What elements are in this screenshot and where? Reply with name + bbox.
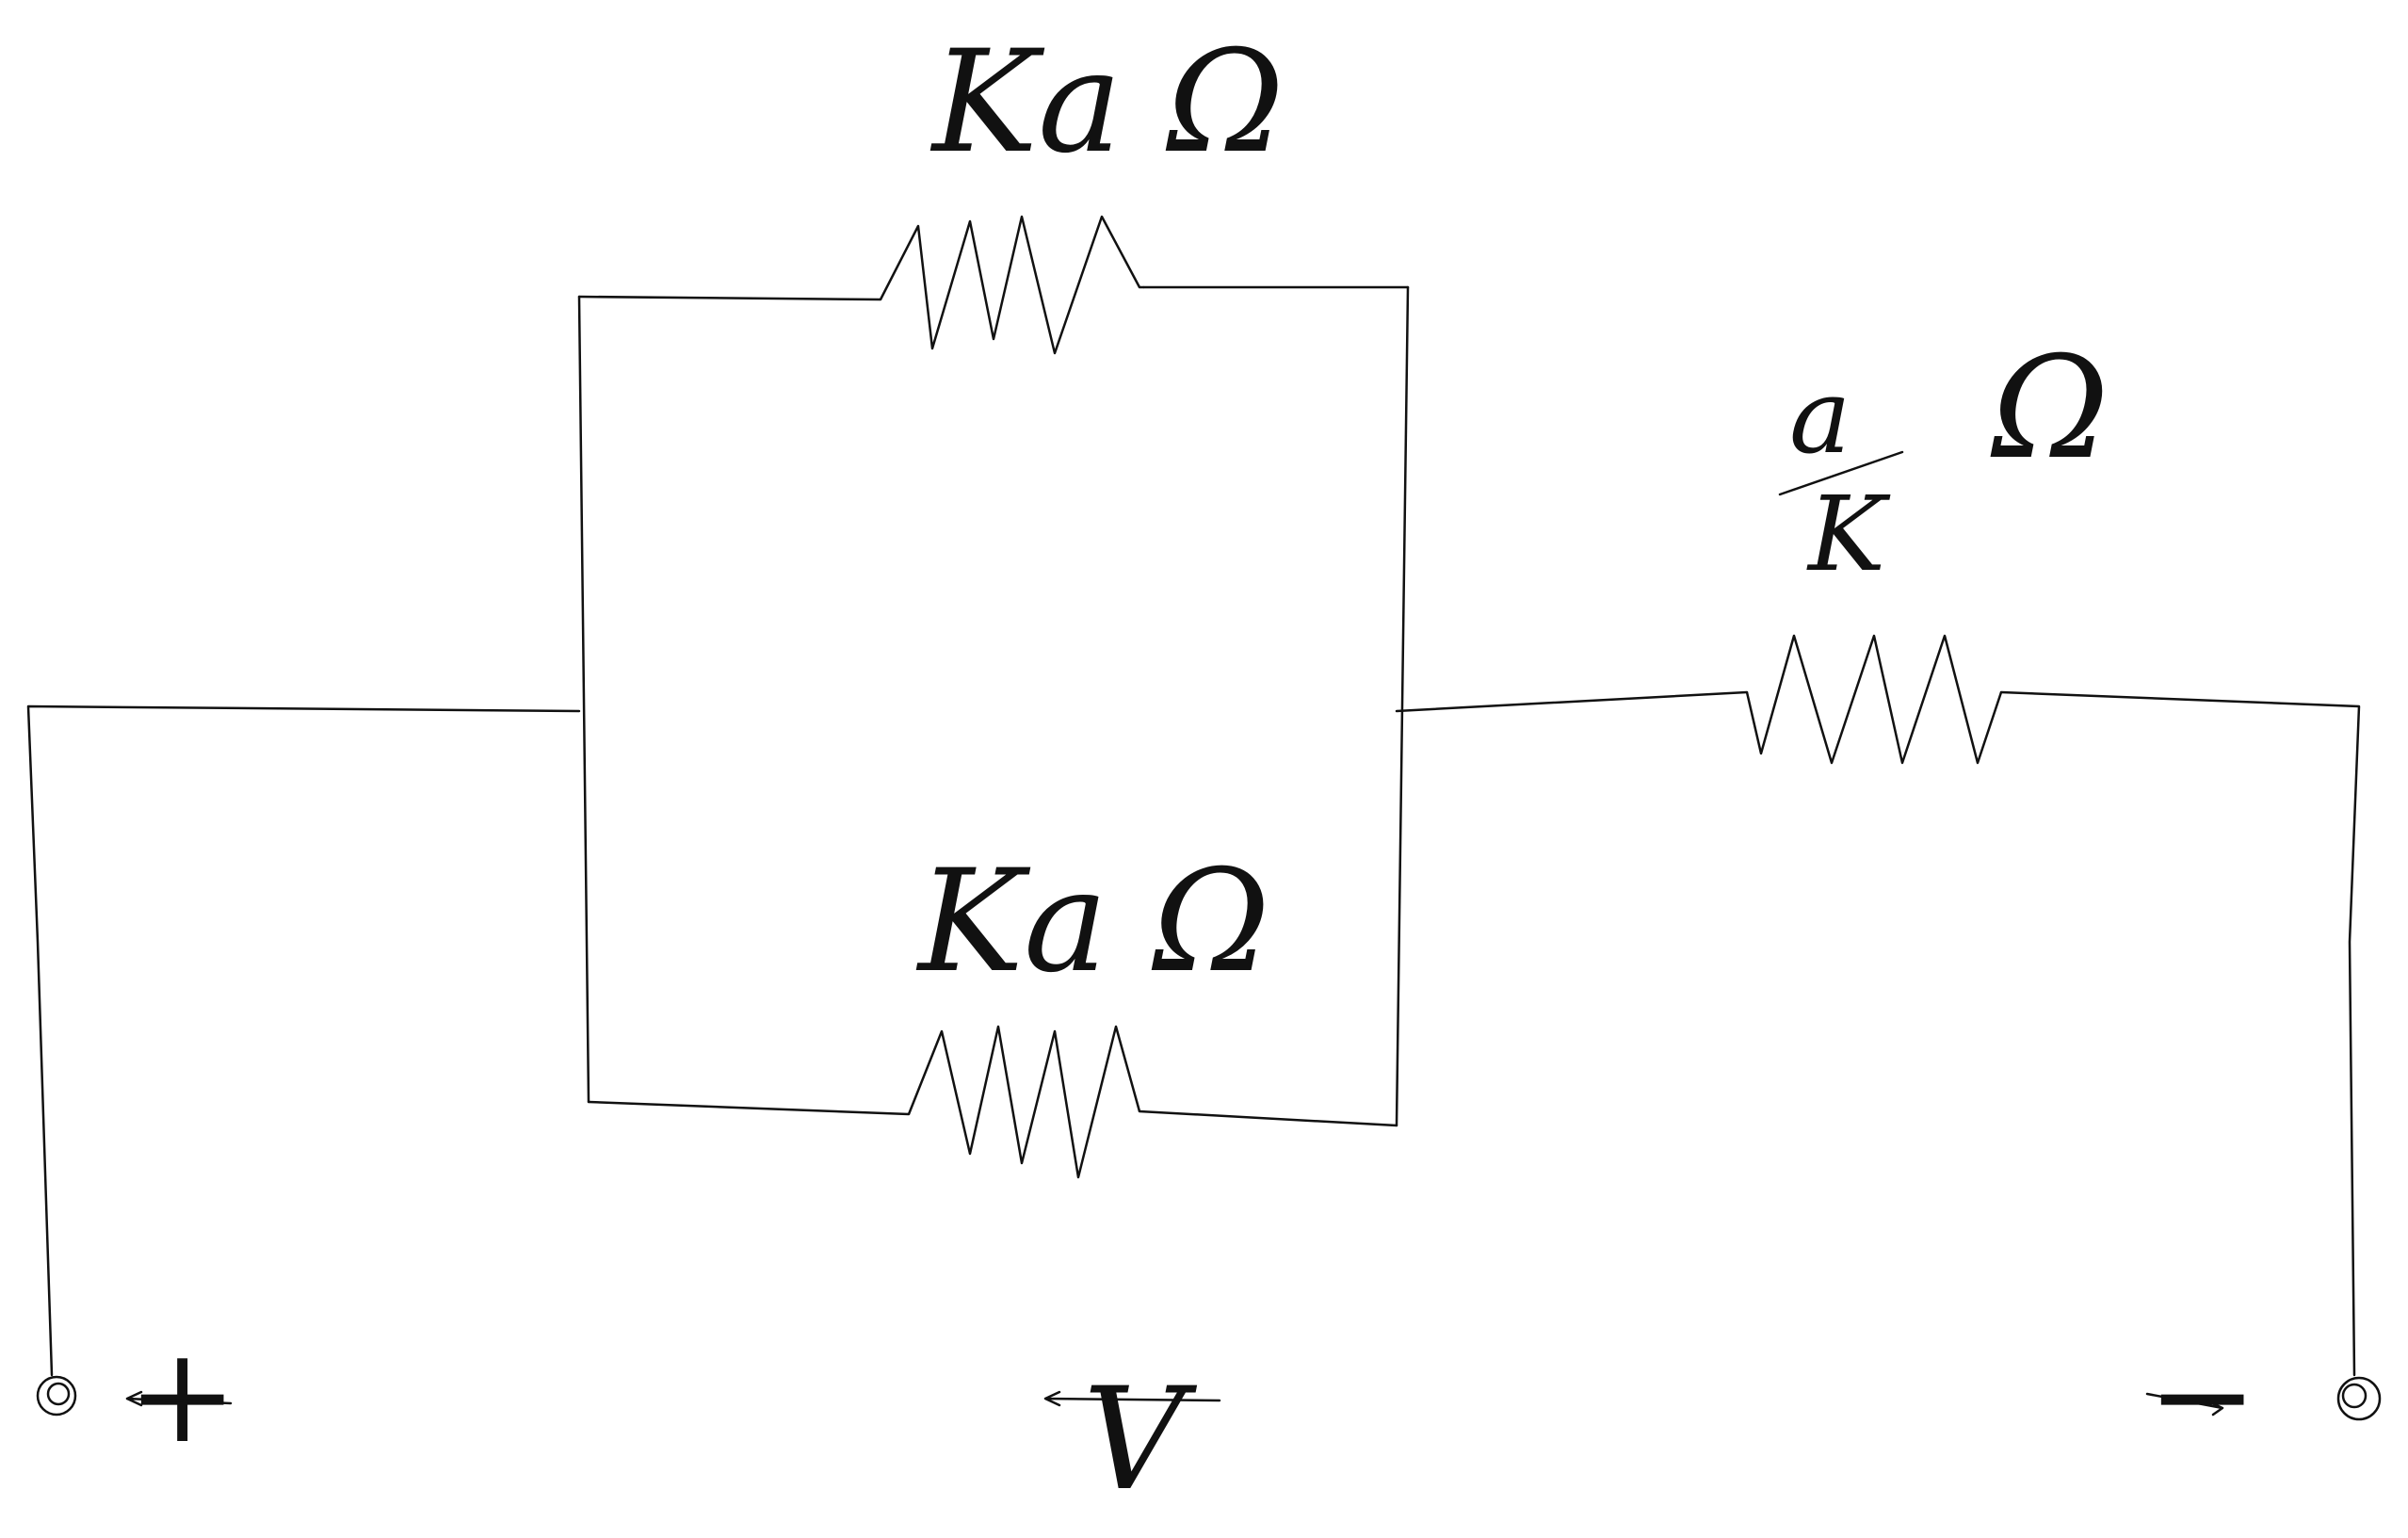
label-voltage: V [1083,1358,1198,1522]
arrow-minus [2145,1392,2224,1417]
resistor-bottom [907,1025,1141,1179]
resistor-top [879,215,1144,355]
label-resistor-bottom: Ka Ω [915,840,1270,1004]
terminal-right-inner [2341,1383,2368,1409]
label-resistor-top: Ka Ω [929,21,1285,185]
wire-right-vertical [1395,285,1410,1127]
wire-bottom-right [1138,1109,1398,1127]
wire-right-lead [1999,690,2361,1377]
arrow-voltage [1043,1390,1221,1407]
terminal-right [2336,1376,2382,1421]
resistor-right [1745,634,2003,765]
wire-left-vertical [577,295,590,1104]
arrow-plus [125,1390,233,1407]
wire-mid-right [1395,690,1749,713]
wire-top-left [577,295,882,301]
terminal-left-inner [46,1382,71,1406]
wire-bottom-left [587,1100,911,1116]
wire-left-lead [26,704,581,1377]
terminal-left [36,1375,77,1417]
label-plus-sign: + [127,1319,237,1473]
label-resistor-right-numerator: a [1789,356,1851,477]
label-resistor-right-unit: Ω [1990,327,2109,491]
fraction-bar [1778,450,1904,496]
label-resistor-right-denominator: K [1806,474,1891,594]
